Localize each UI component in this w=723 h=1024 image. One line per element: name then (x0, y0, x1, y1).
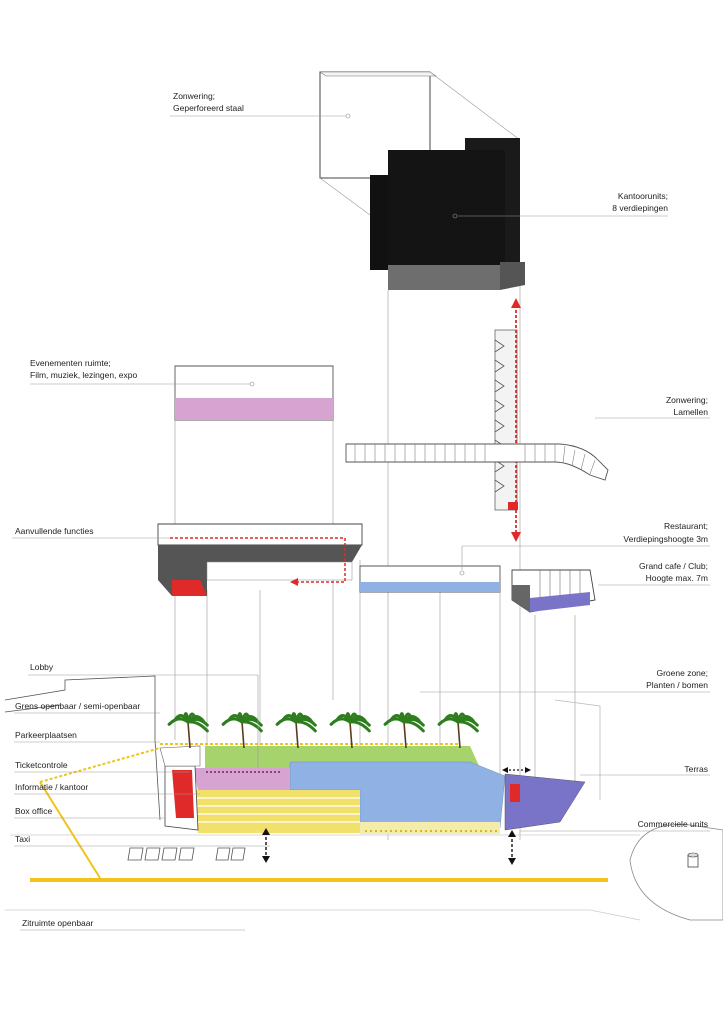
label-kantoor-1: Kantoorunits; (618, 191, 668, 201)
label-evenementen-1: Evenementen ruimte; (30, 358, 111, 368)
label-lobby: Lobby (30, 662, 54, 672)
lamellae-screen (345, 443, 609, 481)
label-restaurant-2: Verdiepingshoogte 3m (623, 534, 708, 544)
label-taxi: Taxi (15, 834, 30, 844)
palm-tree-icon (383, 712, 425, 749)
office-block (370, 138, 525, 290)
palm-tree-icon (437, 712, 479, 749)
label-aanvullende: Aanvullende functies (15, 526, 93, 536)
vertical-arrow-icons (262, 767, 531, 865)
label-evenementen-2: Film, muziek, lezingen, expo (30, 370, 138, 380)
label-ticket: Ticketcontrole (15, 760, 68, 770)
additional-functions-block (157, 523, 363, 596)
label-zonwering-1: Zonwering; (173, 91, 215, 101)
palm-tree-icon (221, 712, 263, 749)
ground-floor (4, 675, 723, 921)
label-zitruimte: Zitruimte openbaar (22, 918, 94, 928)
label-boxoffice: Box office (15, 806, 52, 816)
label-groene-1: Groene zone; (656, 668, 708, 678)
label-parkeer: Parkeerplaatsen (15, 730, 77, 740)
label-kantoor-2: 8 verdiepingen (612, 203, 668, 213)
palm-tree-icon (167, 712, 209, 749)
palm-tree-icon (329, 712, 371, 749)
event-space (174, 365, 334, 421)
label-terras: Terras (684, 764, 708, 774)
label-zonwering-lam-2: Lamellen (674, 407, 709, 417)
palm-tree-icons (167, 712, 479, 749)
label-commercieel: Commerciele units (638, 819, 708, 829)
leader-lines (12, 115, 710, 931)
label-grens: Grens openbaar / semi-openbaar (15, 701, 140, 711)
bin-icon (687, 852, 699, 868)
label-info: Informatie / kantoor (15, 782, 88, 792)
label-zonwering-lam-1: Zonwering; (666, 395, 708, 405)
label-restaurant-1: Restaurant; (664, 521, 708, 531)
stair-core (494, 298, 521, 542)
palm-tree-icon (275, 712, 317, 749)
label-grandcafe-2: Hoogte max. 7m (646, 573, 708, 583)
labels: Zonwering; Geperforeerd staal Kantooruni… (15, 91, 708, 928)
grand-cafe-block (511, 569, 596, 613)
label-zonwering-2: Geperforeerd staal (173, 103, 244, 113)
restaurant-block (359, 565, 501, 593)
label-grandcafe-1: Grand cafe / Club; (639, 561, 708, 571)
label-groene-2: Planten / bomen (646, 680, 708, 690)
